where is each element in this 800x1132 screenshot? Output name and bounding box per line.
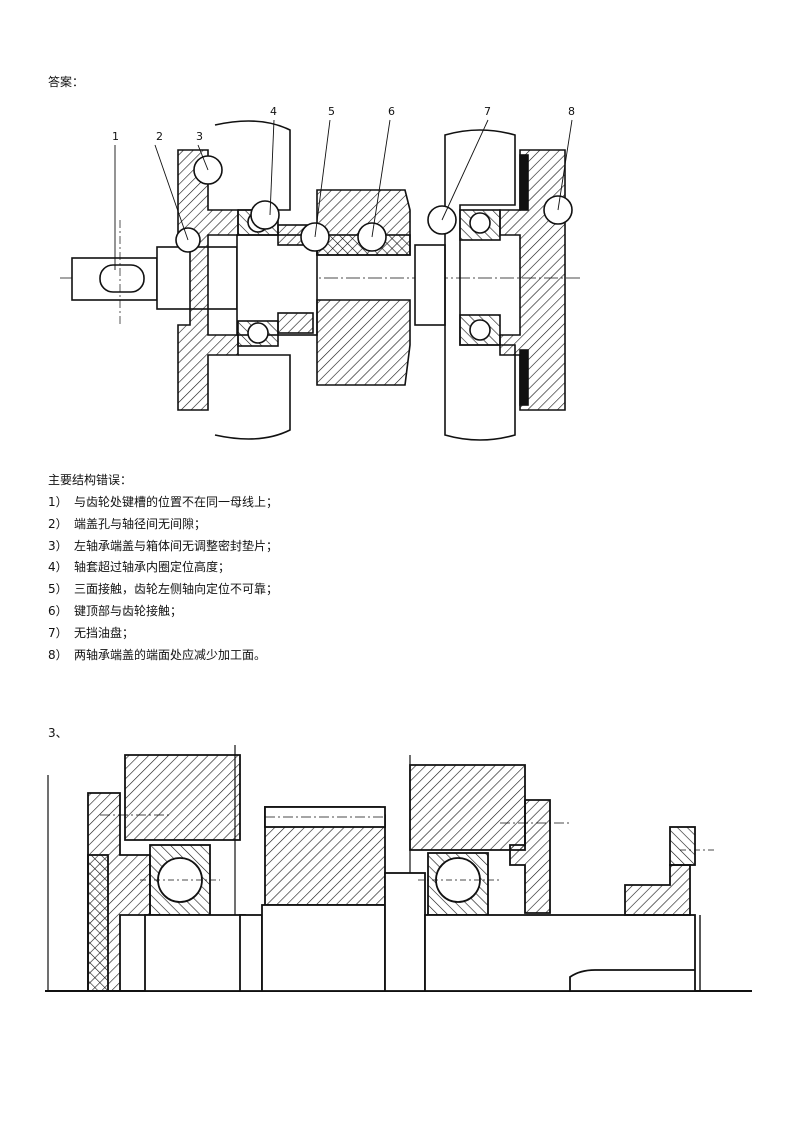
- error-item-3: 3）左轴承端盖与箱体间无调整密封垫片；: [48, 538, 279, 553]
- callout-8: 8: [568, 105, 575, 118]
- error-item-2: 2）端盖孔与轴径间无间隙；: [48, 516, 207, 531]
- error-item-8: 8）两轴承端盖的端面处应减少加工面。: [48, 647, 267, 662]
- question-3-label: 3、: [48, 726, 68, 740]
- shaft-assembly-drawing-1: 1 2 3 4 5 6 7 8: [60, 105, 580, 441]
- error-item-6: 6）键顶部与齿轮接触；: [48, 603, 183, 618]
- shaft-assembly-drawing-2: [45, 745, 752, 992]
- error-item-5: 5）三面接触，齿轮左侧轴向定位不可靠；: [48, 582, 279, 597]
- error-item-1: 1）与齿轮处键槽的位置不在同一母线上；: [48, 495, 279, 509]
- callout-2: 2: [156, 130, 163, 143]
- callout-4: 4: [270, 105, 277, 118]
- callout-5: 5: [328, 105, 335, 118]
- callout-7: 7: [484, 105, 491, 118]
- errors-heading: 主要结构错误：: [48, 473, 133, 487]
- callout-1: 1: [112, 130, 119, 143]
- error-item-4: 4）轴套超过轴承内圈定位高度；: [48, 560, 231, 575]
- callout-6: 6: [388, 105, 395, 118]
- errors-list: 1）与齿轮处键槽的位置不在同一母线上； 2）端盖孔与轴径间无间隙； 3）左轴承端…: [48, 492, 278, 666]
- callout-3: 3: [196, 130, 203, 143]
- error-item-7: 7）无挡油盘；: [48, 625, 135, 640]
- answer-label: 答案：: [48, 75, 85, 89]
